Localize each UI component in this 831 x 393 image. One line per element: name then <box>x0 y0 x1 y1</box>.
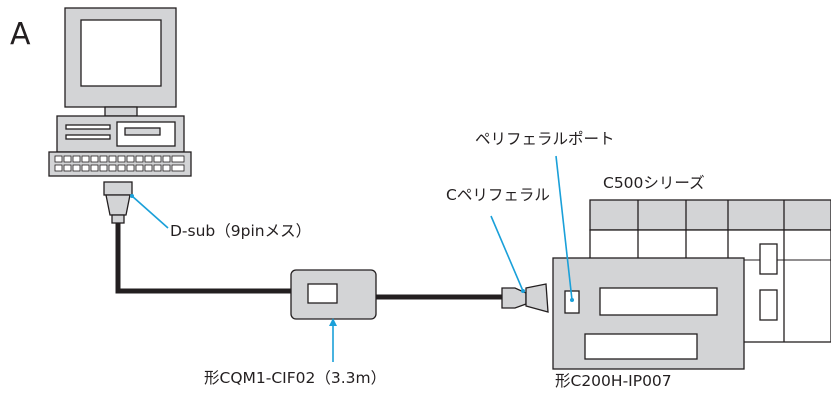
peripheral-port-label: ペリフェラルポート <box>475 130 615 148</box>
computer-icon <box>48 7 192 177</box>
c-peripheral-connector-icon <box>501 283 549 313</box>
ip007-interface-unit-icon <box>552 257 745 370</box>
pointer-lines <box>130 155 574 362</box>
cable-model-label: 形CQM1-CIF02（3.3m） <box>204 369 386 387</box>
cable-pc-to-adapter <box>115 223 291 294</box>
c-peripheral-label: Cペリフェラル <box>446 186 550 204</box>
peripheral-port-pointer <box>555 155 573 301</box>
c-peripheral-pointer <box>490 215 524 292</box>
dsub-label: D-sub（9pinメス） <box>170 222 311 240</box>
dsub-pointer <box>131 195 169 229</box>
figure-label: A <box>10 17 31 52</box>
dsub-connector-icon <box>103 181 133 224</box>
interface-model-label: 形C200H-IP007 <box>555 372 672 390</box>
adapter-box-icon <box>290 269 377 320</box>
series-label: C500シリーズ <box>603 174 705 192</box>
